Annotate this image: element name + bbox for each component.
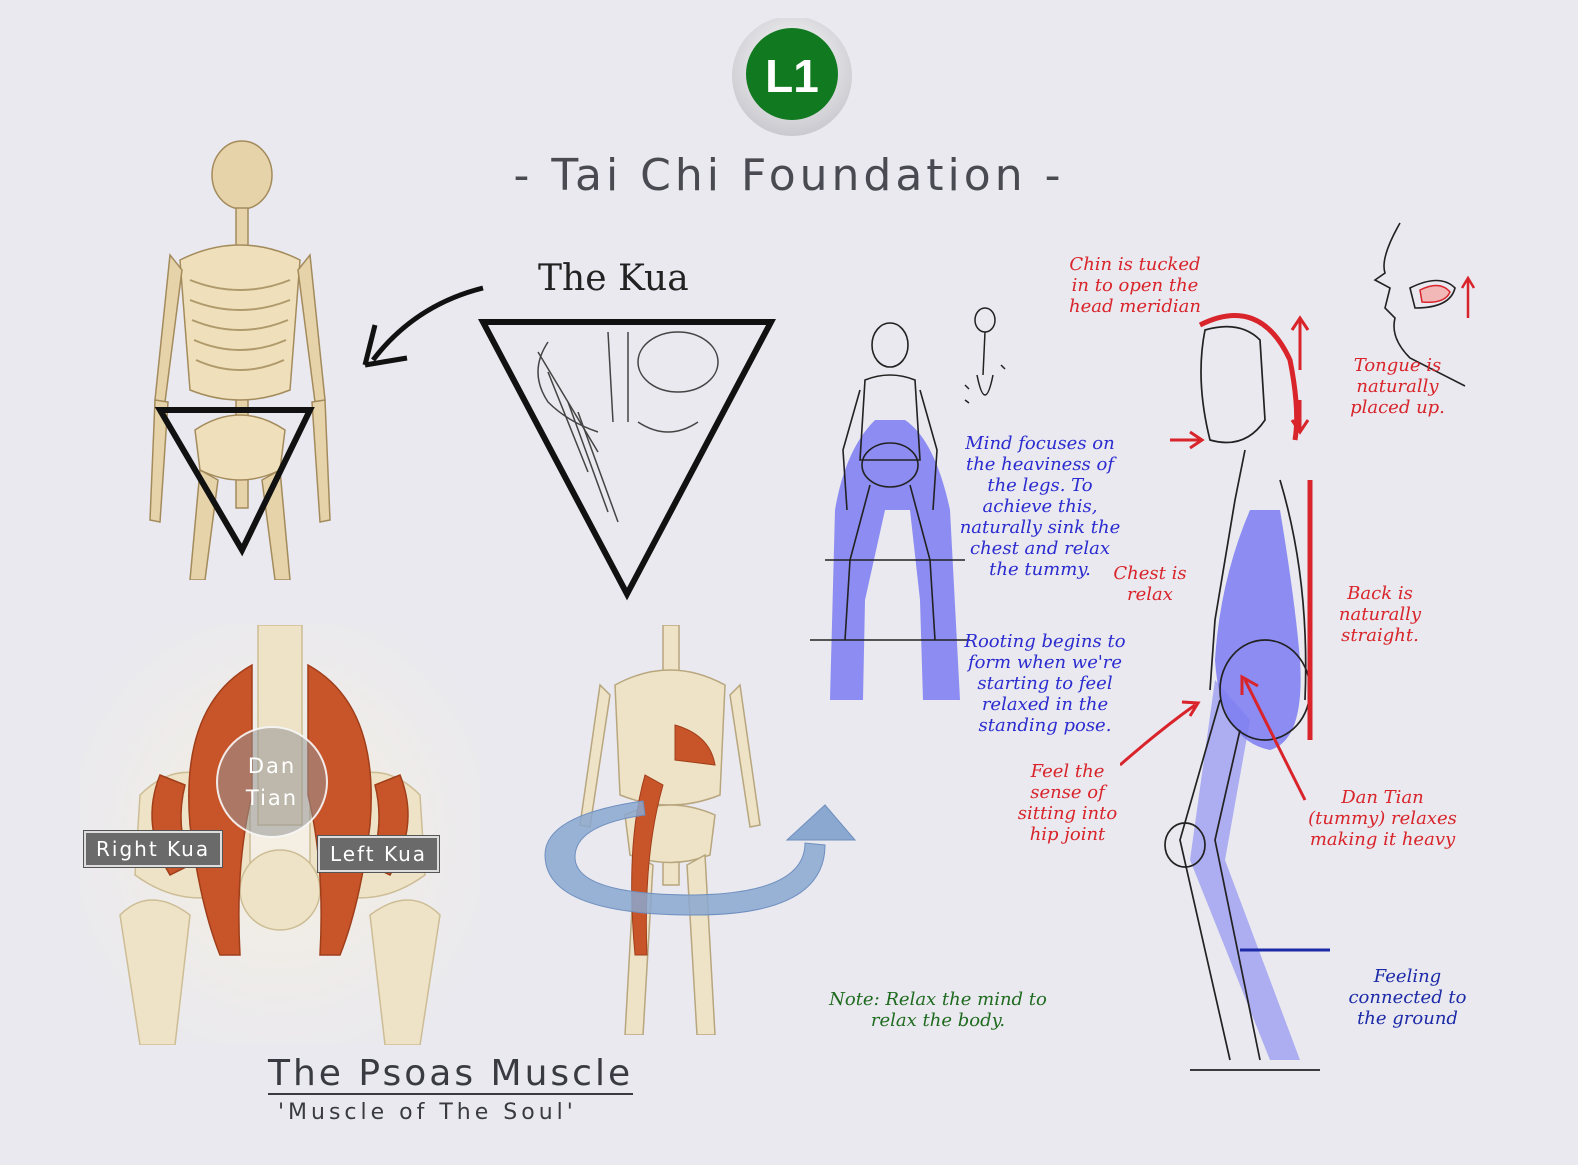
dan-tian-note-line-2: (tummy) relaxes [1308,808,1457,829]
kua-title: The Kua [538,258,689,299]
rooting-line-2: form when we're [967,652,1123,673]
back-line-3: straight. [1341,625,1419,646]
dan-tian-line-1: Dan [247,754,297,778]
head-profile-tongue-sketch [1373,222,1476,387]
ground-line-3: the ground [1357,1008,1458,1029]
tongue-line-3: placed up. [1350,397,1445,418]
chest-line-1: Chest is [1113,563,1187,584]
chest-line-2: relax [1127,584,1173,605]
back-line-2: naturally [1338,604,1422,625]
mind-line-4: achieve this, [982,496,1098,517]
mind-line-1: Mind focuses on [965,433,1115,454]
kua-triangle-diagram [478,319,776,601]
mind-line-7: the tummy. [989,559,1091,580]
right-kua-label: Right Kua [84,831,223,867]
level-badge: L1 [732,18,852,136]
back-note: Back is naturally straight. [1320,583,1440,646]
ground-line-1: Feeling [1373,966,1442,987]
tongue-line-1: Tongue is [1353,355,1442,376]
dan-tian-marker: Dan Tian [216,726,328,838]
left-kua-label: Left Kua [318,836,440,872]
hip-line-3: sitting into [1017,803,1118,824]
page-title: - Tai Chi Foundation - [513,150,1065,201]
mind-line-6: chest and relax [970,538,1110,559]
mind-line-3: the legs. To [987,475,1093,496]
back-line-1: Back is [1347,583,1413,604]
hip-line-1: Feel the [1030,761,1105,782]
rooting-note: Rooting begins to form when we're starti… [960,631,1130,736]
rooting-line-1: Rooting begins to [964,631,1126,652]
tongue-line-2: naturally [1356,376,1439,397]
relax-note: Note: Relax the mind to relax the body. [808,989,1068,1031]
small-figure-sketch [964,307,1006,404]
mind-focus-note: Mind focuses on the heaviness of the leg… [955,433,1125,580]
rooting-line-4: relaxed in the [981,694,1109,715]
dan-tian-note-line-3: making it heavy [1309,829,1456,850]
ground-note: Feeling connected to the ground [1335,966,1480,1029]
arrow-to-skeleton-icon [362,285,484,368]
mind-line-2: the heaviness of [965,454,1115,475]
chest-note: Chest is relax [1100,563,1200,605]
dan-tian-note-line-1: Dan Tian [1341,787,1424,808]
hip-line-4: hip joint [1029,824,1106,845]
rotating-skeleton-illustration [544,625,857,1035]
mind-line-5: naturally sink the [959,517,1121,538]
chin-line-2: in to open the [1071,275,1199,296]
chin-line-1: Chin is tucked [1069,254,1201,275]
dan-tian-note: Dan Tian (tummy) relaxes making it heavy [1290,787,1475,850]
standing-figure-sketch [1120,313,1330,1071]
skeleton-back-illustration [149,140,331,580]
rooting-line-3: starting to feel [977,673,1113,694]
ground-line-2: connected to [1348,987,1467,1008]
badge-label: L1 [765,50,819,102]
hip-line-2: sense of [1030,782,1105,803]
rooting-line-5: standing pose. [978,715,1112,736]
chin-note: Chin is tucked in to open the head merid… [1050,254,1220,317]
seated-figure-sketch [810,322,970,700]
psoas-title: The Psoas Muscle [268,1053,634,1095]
chin-line-3: head meridian [1069,296,1201,317]
psoas-subtitle: 'Muscle of The Soul' [278,1100,577,1125]
dan-tian-line-2: Tian [245,786,299,810]
relax-note-line-1: Note: Relax the mind to [829,989,1047,1010]
tongue-note: Tongue is naturally placed up. [1330,355,1465,418]
relax-note-line-2: relax the body. [870,1010,1006,1031]
hip-note: Feel the sense of sitting into hip joint [1005,761,1130,845]
